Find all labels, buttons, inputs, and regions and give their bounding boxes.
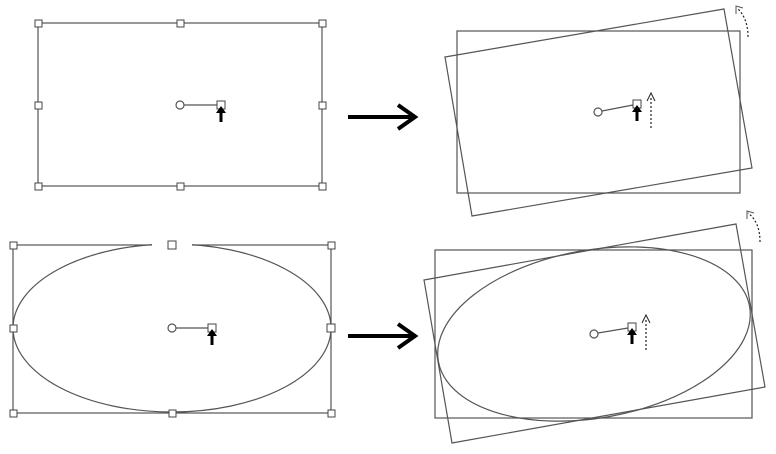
rotated-ellipse: [437, 246, 751, 422]
cursor-arrow-icon: [627, 328, 637, 344]
selection-handles[interactable]: [9, 240, 336, 418]
transition-arrow-icon: [348, 322, 419, 350]
pivot-icon: [167, 323, 177, 333]
cursor-arrow-icon: [632, 105, 642, 121]
pivot-icon: [589, 329, 599, 339]
rect-after: [444, 5, 753, 217]
rotate-direction-icon: [736, 7, 749, 38]
ellipse-after: [423, 210, 766, 444]
cursor-arrow-icon: [216, 106, 226, 122]
direction-arrow-icon: [646, 91, 656, 102]
rotate-direction-icon: [747, 212, 761, 243]
pivot-icon: [593, 107, 603, 117]
rotated-rectangle: [444, 8, 753, 217]
selection-handles[interactable]: [34, 19, 327, 191]
rect-before: [34, 19, 327, 191]
original-outline: [456, 30, 741, 194]
rotated-bounding-box: [423, 223, 766, 444]
transition-arrow-icon: [348, 103, 419, 131]
direction-arrow-icon: [641, 313, 651, 324]
ellipse-before: [9, 240, 336, 418]
original-outline: [434, 249, 753, 419]
cursor-arrow-icon: [207, 329, 217, 345]
rectangle-shape: [37, 22, 323, 187]
ellipse-shape: [12, 243, 332, 413]
pivot-icon: [175, 100, 185, 110]
